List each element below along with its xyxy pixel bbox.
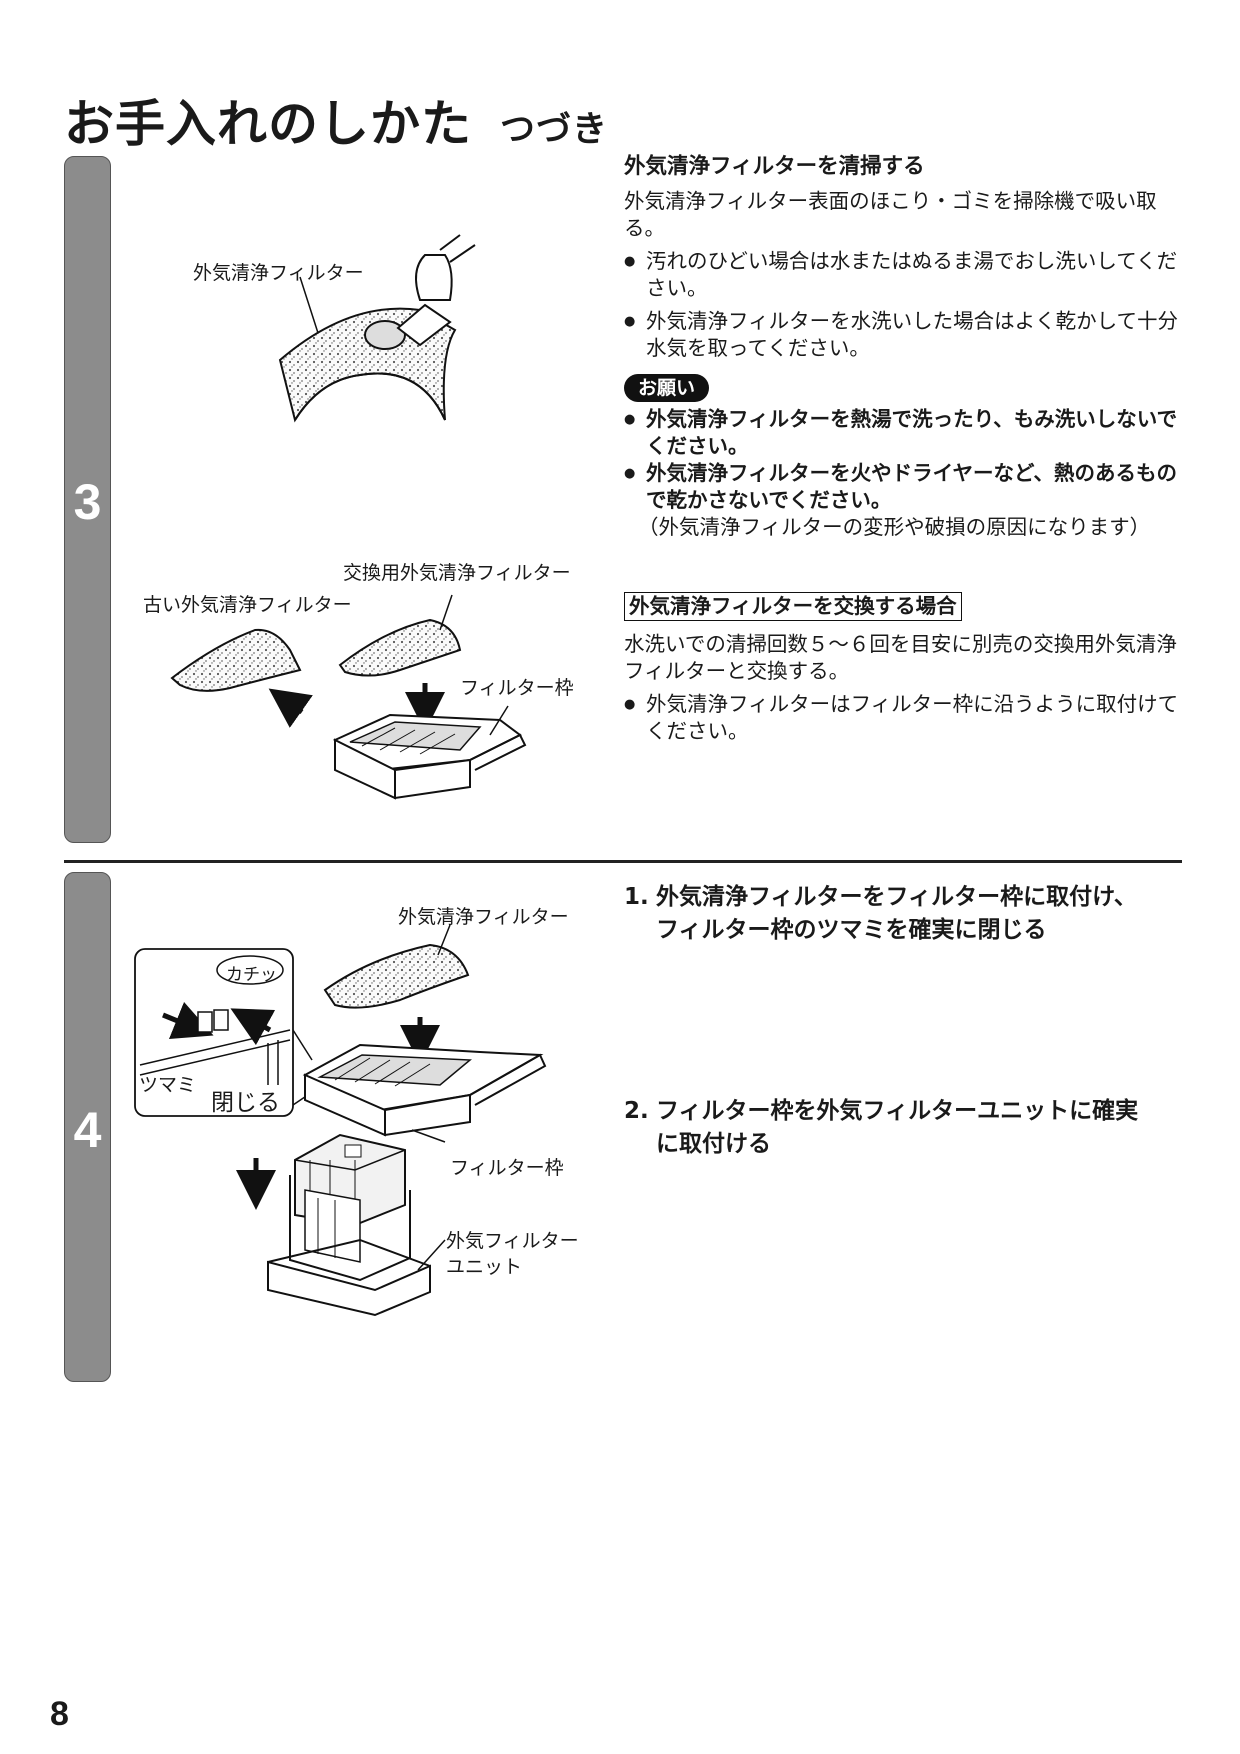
label-filter: 外気清浄フィルター	[193, 262, 364, 284]
step-3-text: 外気清浄フィルターを清掃する 外気清浄フィルター表面のほこり・ゴミを掃除機で吸い…	[624, 153, 1186, 541]
label-unit-line2: ユニット	[446, 1256, 523, 1278]
page-title-sub: つづき	[500, 110, 609, 150]
step-4-tab: 4	[64, 872, 111, 1382]
clean-bullet: 外気清浄フィルターを水洗いした場合はよく乾かして十分水気を取ってください。	[624, 308, 1186, 362]
label-filter-frame: フィルター枠	[460, 677, 574, 699]
clean-bullet: 汚れのひどい場合は水またはぬるま湯でおし洗いしてください。	[624, 248, 1186, 302]
step-line: フィルター枠を外気フィルターユニットに確実	[656, 1098, 1139, 1124]
replace-bullet: 外気清浄フィルターはフィルター枠に沿うように取付けてください。	[624, 691, 1186, 745]
label-close: 閉じる	[211, 1090, 280, 1116]
step-4-instruction-2: 2. フィルター枠を外気フィルターユニットに確実 に取付ける	[624, 1095, 1138, 1161]
label-old-filter: 古い外気清浄フィルター	[143, 594, 352, 616]
replace-body: 水洗いでの清掃回数５～６回を目安に別売の交換用外気清浄フィルターと交換する。	[624, 632, 1177, 683]
filter-install-illustration	[134, 924, 547, 1317]
filter-cleaning-illustration	[278, 234, 476, 423]
filter-replacement-illustration	[170, 594, 527, 800]
step-3-number: 3	[73, 474, 102, 530]
step-line: フィルター枠のツマミを確実に閉じる	[656, 917, 1047, 943]
label-click: カチッ	[226, 965, 277, 985]
notice-bullet: 外気清浄フィルターを熱湯で洗ったり、もみ洗いしないでください。	[624, 406, 1186, 460]
page-number: 8	[50, 1695, 69, 1733]
step-3-tab: 3	[64, 156, 111, 843]
notice-badge: お願い	[624, 374, 710, 402]
step-line: に取付ける	[656, 1131, 771, 1157]
page-title-main: お手入れのしかた	[64, 95, 472, 153]
section-divider	[64, 860, 1182, 863]
label-filter: 外気清浄フィルター	[398, 906, 569, 928]
label-knob: ツマミ	[139, 1074, 197, 1096]
step-number: 2.	[624, 1098, 649, 1124]
step-4-number: 4	[73, 1102, 102, 1158]
section-title-clean: 外気清浄フィルターを清掃する	[624, 154, 925, 179]
replace-section: 外気清浄フィルターを交換する場合 水洗いでの清掃回数５～６回を目安に別売の交換用…	[624, 592, 1186, 745]
label-replacement-filter: 交換用外気清浄フィルター	[343, 562, 571, 584]
step-number: 1.	[624, 884, 649, 910]
notice-note: （外気清浄フィルターの変形や破損の原因になります）	[638, 515, 1151, 539]
page-title: お手入れのしかたつづき	[64, 84, 608, 156]
section-title-replace: 外気清浄フィルターを交換する場合	[624, 592, 962, 621]
clean-body: 外気清浄フィルター表面のほこり・ゴミを掃除機で吸い取る。	[624, 189, 1157, 240]
step-line: 外気清浄フィルターをフィルター枠に取付け、	[656, 884, 1137, 910]
step-4-instruction-1: 1. 外気清浄フィルターをフィルター枠に取付け、 フィルター枠のツマミを確実に閉じ…	[624, 881, 1137, 947]
label-filter-frame: フィルター枠	[450, 1157, 564, 1179]
label-unit-line1: 外気フィルター	[446, 1230, 579, 1252]
notice-bullet: 外気清浄フィルターを火やドライヤーなど、熱のあるもので乾かさないでください。	[624, 460, 1186, 514]
